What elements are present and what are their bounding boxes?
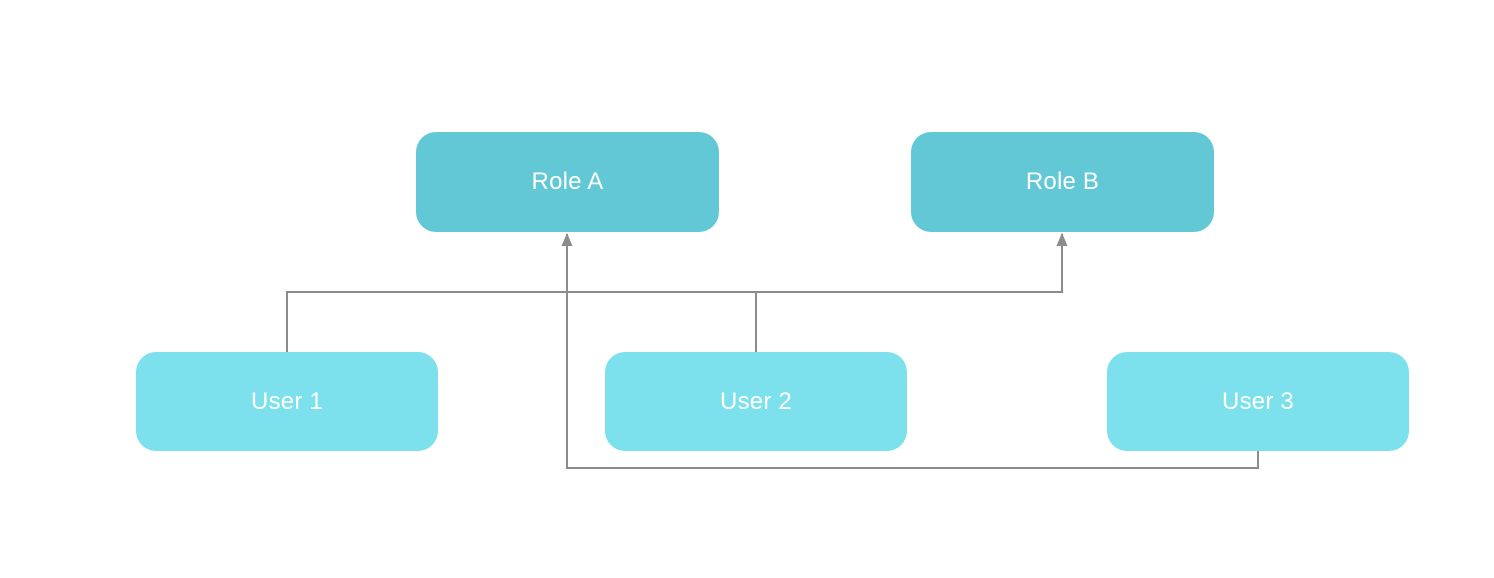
connector-user3-rolea[interactable]	[561, 233, 1259, 469]
node-user-1-label: User 1	[251, 387, 323, 415]
node-user-2[interactable]: User 2	[605, 352, 907, 451]
node-user-1[interactable]: User 1	[136, 352, 438, 451]
node-role-a[interactable]: Role A	[416, 132, 719, 232]
node-role-b[interactable]: Role B	[911, 132, 1214, 232]
node-user-3-label: User 3	[1222, 387, 1294, 415]
node-role-b-label: Role B	[1025, 168, 1100, 195]
connector-user2-roleb[interactable]	[755, 233, 1068, 352]
node-user-3[interactable]: User 3	[1107, 352, 1409, 451]
node-user-2-label: User 2	[720, 387, 792, 415]
node-role-a-label: Role A	[531, 168, 604, 195]
